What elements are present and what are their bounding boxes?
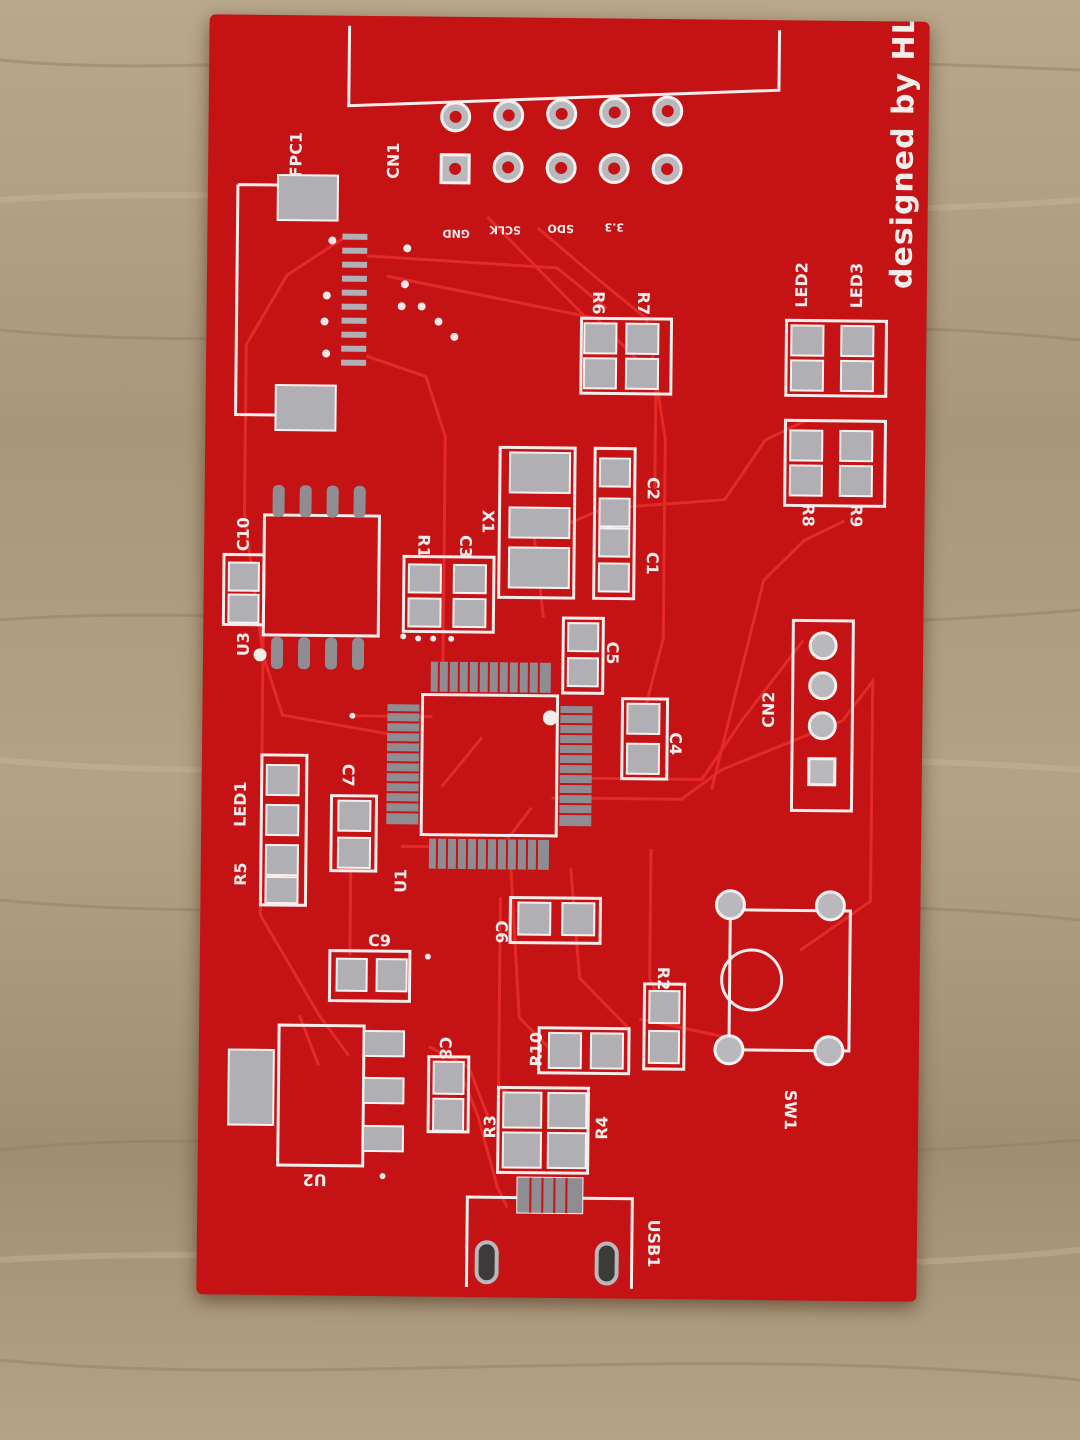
label-x1: X1 (478, 509, 498, 534)
label-r5: R5 (230, 862, 251, 886)
label-c4: C4 (665, 732, 686, 756)
label-c9: C9 (367, 930, 392, 951)
label-cn1: CN1 (383, 142, 404, 179)
label-c5: C5 (602, 641, 623, 665)
label-u2: U2 (302, 1170, 327, 1190)
label-fpc1: FPC1 (286, 131, 306, 178)
label-c6: C6 (491, 920, 512, 944)
cn1-pin-sclk: SCLK (489, 223, 522, 237)
label-c7: C7 (338, 763, 358, 787)
label-r3: R3 (480, 1114, 500, 1139)
label-r7: R7 (633, 291, 654, 316)
label-r1: R1 (414, 534, 434, 558)
label-usb1: USB1 (644, 1219, 664, 1268)
label-c10: C10 (233, 517, 253, 552)
designer-credit: designed by HLY (884, 14, 923, 290)
label-c8: C8 (435, 1036, 455, 1060)
label-r10: R10 (526, 1031, 546, 1067)
label-c1: C1 (642, 551, 663, 575)
cn1-pin-sdo: SDO (547, 221, 574, 236)
label-cn2: CN2 (758, 691, 779, 728)
label-led1: LED1 (230, 781, 250, 827)
pcb-board: designed by HLY FPC1 CN1 GND SCLK SDO 3.… (196, 14, 930, 1302)
label-sw1: SW1 (780, 1089, 801, 1131)
label-r2: R2 (653, 966, 673, 991)
label-c3: C3 (455, 534, 476, 559)
cn1-pin-3v3: 3.3 (604, 220, 625, 234)
label-r8: R8 (798, 503, 818, 527)
cn1-pin-gnd: GND (442, 226, 470, 241)
label-c2: C2 (643, 476, 663, 500)
label-r6: R6 (588, 291, 609, 315)
label-led3: LED3 (846, 262, 867, 309)
label-r9: R9 (846, 503, 866, 528)
pcb-artwork (221, 25, 889, 1289)
label-u3: U3 (233, 631, 253, 657)
label-led2: LED2 (791, 262, 812, 308)
label-u1: U1 (391, 868, 411, 893)
label-r4: R4 (592, 1116, 612, 1140)
